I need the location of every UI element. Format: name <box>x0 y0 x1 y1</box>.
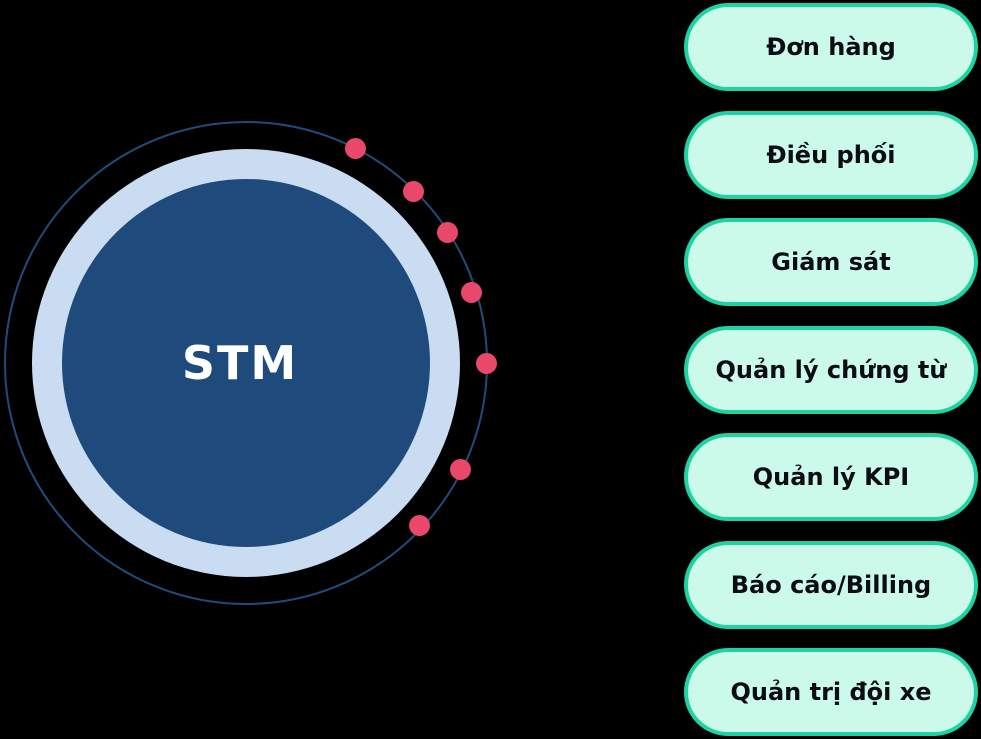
orbit-dot <box>402 180 424 202</box>
feature-pill-label: Điều phối <box>766 140 896 169</box>
orbit-dot <box>460 281 482 303</box>
feature-pill: Quản trị đội xe <box>684 648 978 736</box>
feature-list: Đơn hàng Điều phối Giám sát Quản lý chứn… <box>684 3 978 736</box>
core-circle: STM <box>62 179 430 547</box>
orbit-dot <box>436 221 458 243</box>
feature-pill-label: Quản trị đội xe <box>730 678 932 706</box>
feature-pill-label: Quản lý KPI <box>752 463 910 491</box>
core-label: STM <box>181 336 299 390</box>
feature-pill-label: Quản lý chứng từ <box>715 355 947 384</box>
orbit-dot <box>408 514 430 536</box>
feature-pill: Quản lý KPI <box>684 433 978 521</box>
feature-pill: Đơn hàng <box>684 3 978 91</box>
orbit-dot <box>449 458 471 480</box>
feature-pill-label: Giám sát <box>771 248 891 276</box>
feature-pill: Quản lý chứng từ <box>684 325 978 414</box>
feature-pill: Báo cáo/Billing <box>684 540 978 629</box>
feature-pill: Giám sát <box>684 218 978 306</box>
feature-pill-label: Đơn hàng <box>766 33 896 61</box>
feature-pill: Điều phối <box>684 110 978 199</box>
orbit-dot <box>344 137 366 159</box>
orbit-dot <box>475 352 497 374</box>
feature-pill-label: Báo cáo/Billing <box>730 570 932 599</box>
